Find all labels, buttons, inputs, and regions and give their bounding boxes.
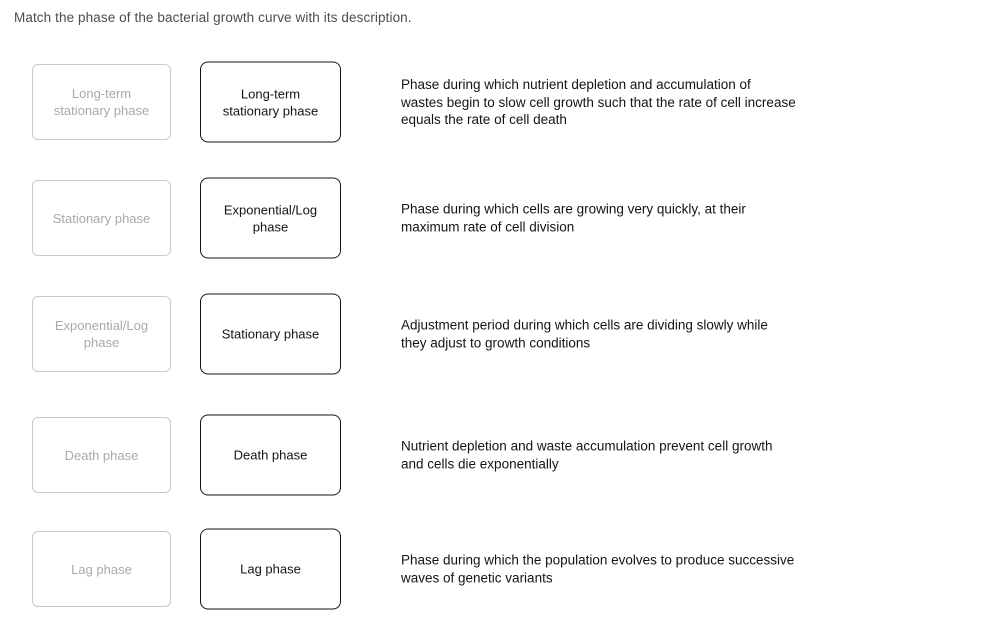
answer-card-label: Lag phase bbox=[240, 561, 301, 577]
match-row-2: Stationary phase Exponential/Log phase P… bbox=[0, 177, 982, 259]
source-chip-3: Exponential/Log phase bbox=[32, 296, 171, 372]
source-chip-1: Long-term stationary phase bbox=[32, 64, 171, 140]
match-row-4: Death phase Death phase Nutrient depleti… bbox=[0, 414, 982, 496]
answer-card-1[interactable]: Long-term stationary phase bbox=[200, 61, 341, 143]
answer-card-label: Long-term stationary phase bbox=[222, 86, 319, 118]
answer-card-label: Death phase bbox=[233, 447, 308, 463]
answer-card-label: Exponential/Log phase bbox=[223, 202, 318, 234]
question-title: Match the phase of the bacterial growth … bbox=[14, 10, 412, 25]
source-chip-label: Lag phase bbox=[71, 561, 132, 577]
phase-description-5: Phase during which the population evolve… bbox=[401, 552, 795, 586]
source-chip-4: Death phase bbox=[32, 417, 171, 493]
answer-card-4[interactable]: Death phase bbox=[200, 414, 341, 496]
match-row-3: Exponential/Log phase Stationary phase A… bbox=[0, 293, 982, 375]
match-row-1: Long-term stationary phase Long-term sta… bbox=[0, 61, 982, 143]
phase-description-3: Adjustment period during which cells are… bbox=[401, 317, 768, 351]
source-chip-5: Lag phase bbox=[32, 531, 171, 607]
source-chip-label: Death phase bbox=[64, 447, 139, 463]
source-chip-label: Long-term stationary phase bbox=[53, 86, 150, 118]
answer-card-5[interactable]: Lag phase bbox=[200, 528, 341, 610]
source-chip-2: Stationary phase bbox=[32, 180, 171, 256]
phase-description-1: Phase during which nutrient depletion an… bbox=[401, 76, 796, 127]
source-chip-label: Stationary phase bbox=[52, 210, 151, 226]
match-row-5: Lag phase Lag phase Phase during which t… bbox=[0, 528, 982, 610]
answer-card-label: Stationary phase bbox=[221, 326, 320, 342]
answer-card-2[interactable]: Exponential/Log phase bbox=[200, 177, 341, 259]
answer-card-3[interactable]: Stationary phase bbox=[200, 293, 341, 375]
phase-description-4: Nutrient depletion and waste accumulatio… bbox=[401, 438, 773, 472]
source-chip-label: Exponential/Log phase bbox=[54, 318, 149, 350]
phase-description-2: Phase during which cells are growing ver… bbox=[401, 201, 746, 235]
